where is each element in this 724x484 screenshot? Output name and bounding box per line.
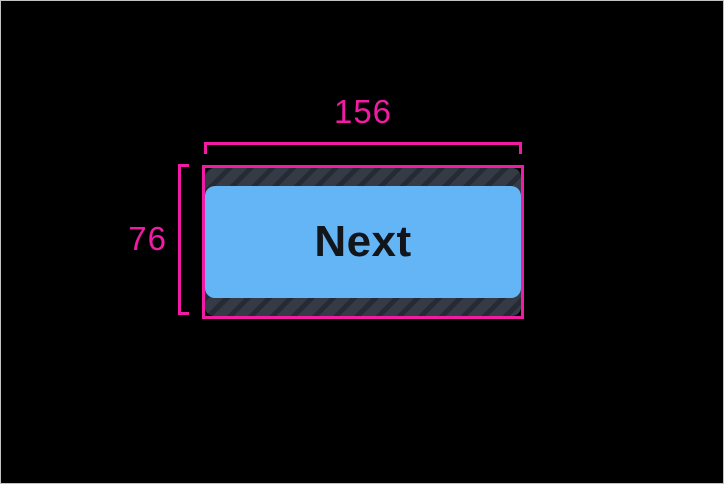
next-button[interactable]: Next xyxy=(205,186,521,298)
selection-outline: Next xyxy=(202,165,524,319)
height-dimension-bracket xyxy=(178,164,189,315)
width-dimension-label: 156 xyxy=(333,93,393,130)
next-button-label: Next xyxy=(314,217,412,266)
height-dimension-label: 76 xyxy=(128,220,167,257)
width-dimension-bracket xyxy=(204,142,522,154)
